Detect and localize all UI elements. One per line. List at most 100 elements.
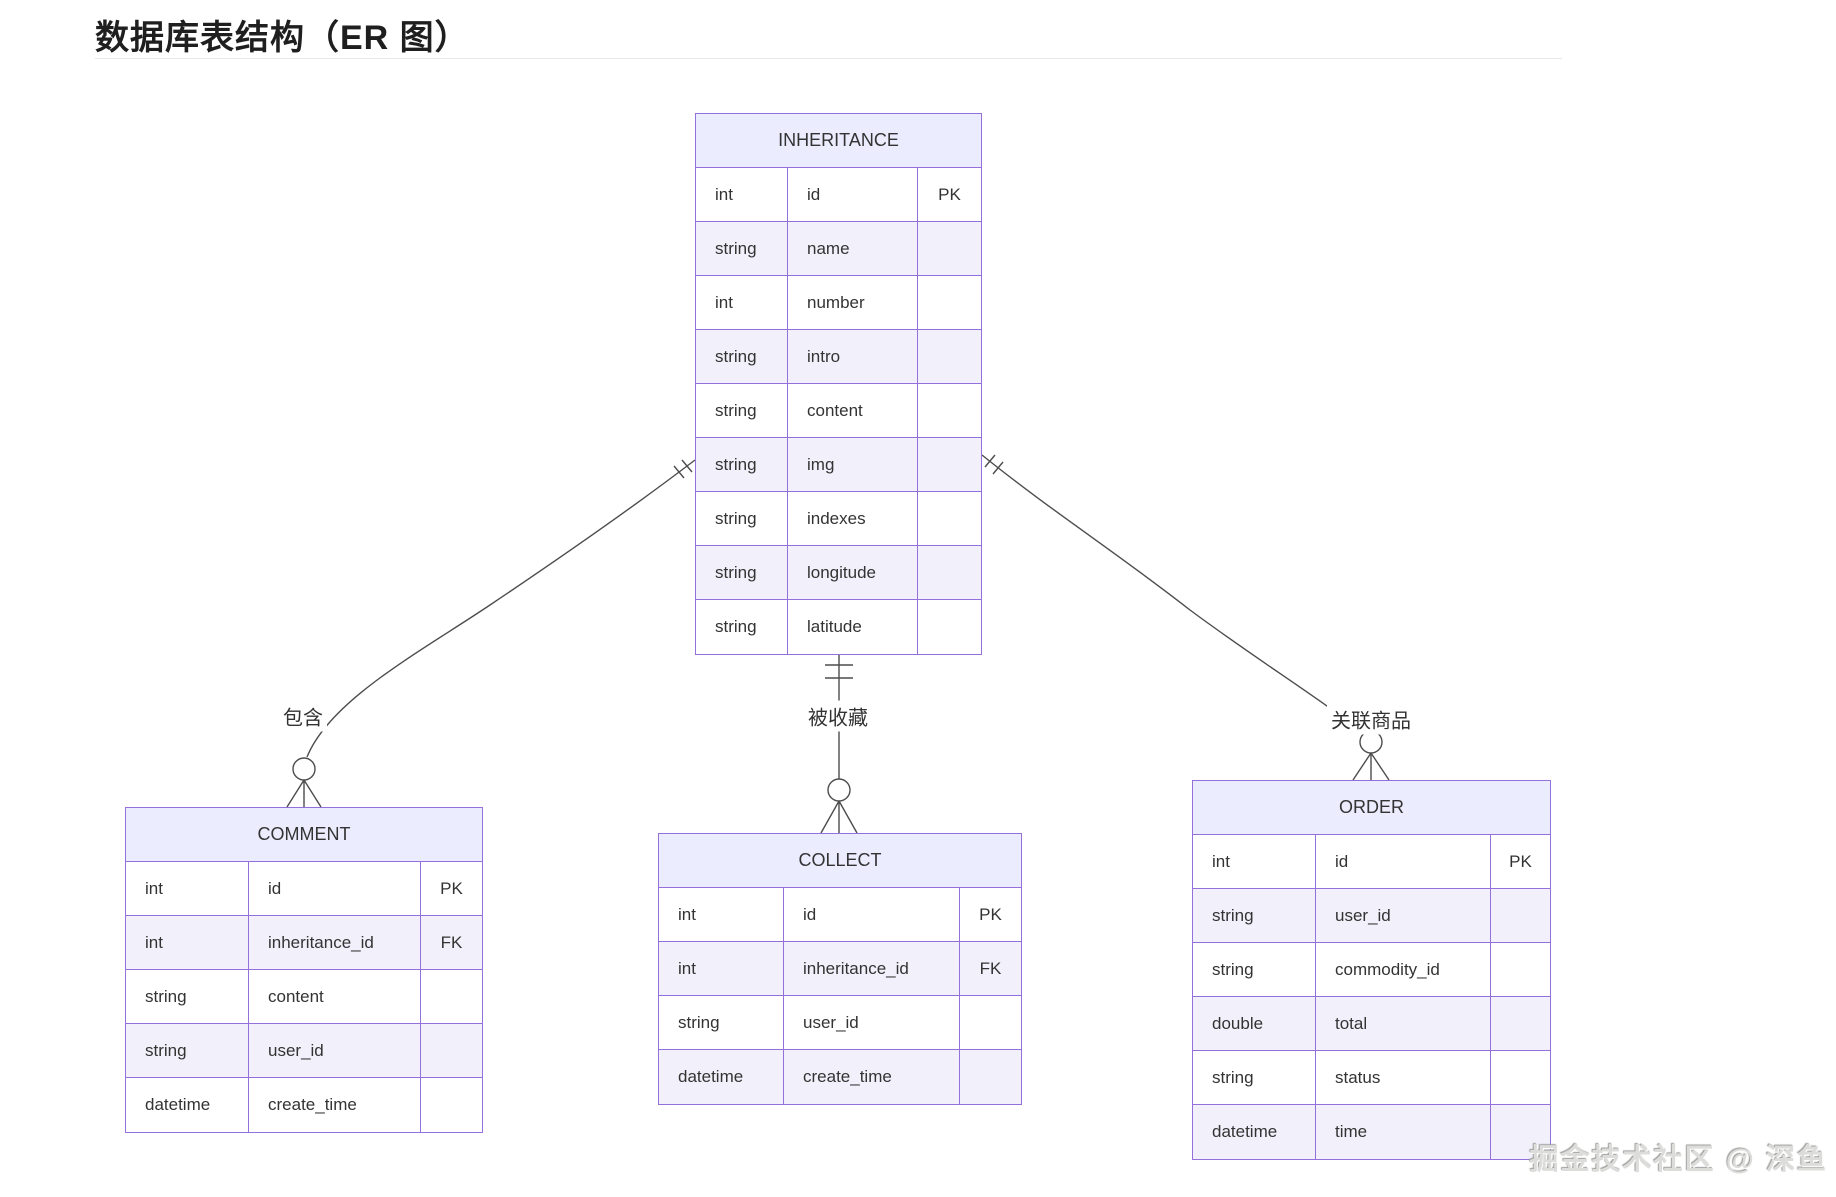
- cell-type: string: [1193, 943, 1316, 996]
- one-tick-icon: [984, 454, 996, 468]
- cell-field: user_id: [784, 996, 960, 1049]
- cell-field: create_time: [784, 1050, 960, 1104]
- cell-type: int: [696, 276, 788, 329]
- watermark: 掘金技术社区 @ 深鱼: [1529, 1144, 1828, 1176]
- cell-type: string: [126, 970, 249, 1023]
- cell-field: time: [1316, 1105, 1491, 1159]
- cell-type: string: [659, 996, 784, 1049]
- page-title: 数据库表结构（ER 图）: [95, 19, 470, 57]
- relationship-label-related-commodity: 关联商品: [1327, 703, 1415, 735]
- cell-field: status: [1316, 1051, 1491, 1104]
- cell-type: datetime: [659, 1050, 784, 1104]
- cell-field: total: [1316, 997, 1491, 1050]
- cell-key: [960, 996, 1021, 1049]
- cell-key: PK: [938, 184, 961, 204]
- cell-type: string: [1193, 889, 1316, 942]
- cell-field: img: [788, 438, 918, 491]
- cell-key: [421, 970, 482, 1023]
- relationship-label-contains: 包含: [279, 700, 327, 732]
- one-tick-icon: [992, 461, 1004, 475]
- cell-field: number: [788, 276, 918, 329]
- cell-field: id: [788, 168, 918, 221]
- cell-type: string: [126, 1024, 249, 1077]
- cell-key: FK: [979, 958, 1002, 978]
- cell-key: [918, 276, 981, 329]
- cell-type: string: [696, 600, 788, 654]
- cell-type: datetime: [1193, 1105, 1316, 1159]
- one-tick-icon: [673, 465, 685, 479]
- cell-type: int: [696, 168, 788, 221]
- cell-key: PK: [979, 904, 1002, 924]
- entity-title: COMMENT: [126, 808, 482, 862]
- cell-key: [918, 600, 981, 654]
- cell-key: [918, 384, 981, 437]
- cell-key: PK: [1509, 851, 1532, 871]
- cell-field: create_time: [249, 1078, 421, 1132]
- cell-type: int: [126, 862, 249, 915]
- cell-field: id: [1316, 835, 1491, 888]
- edge-inheritance-collect: [820, 653, 858, 834]
- cell-type: string: [696, 384, 788, 437]
- cell-key: [421, 1078, 482, 1132]
- cell-type: datetime: [126, 1078, 249, 1132]
- cell-key: [1491, 943, 1550, 996]
- cell-key: [1491, 1051, 1550, 1104]
- cell-key: [918, 492, 981, 545]
- cell-key: [1491, 997, 1550, 1050]
- edge-inheritance-comment: [286, 459, 696, 808]
- cell-type: string: [696, 222, 788, 275]
- cell-field: user_id: [249, 1024, 421, 1077]
- crow-foot-icon: [286, 779, 322, 808]
- cell-type: double: [1193, 997, 1316, 1050]
- zero-circle-icon: [827, 778, 851, 802]
- cell-key: [918, 438, 981, 491]
- crow-foot-icon: [820, 800, 858, 834]
- cell-field: name: [788, 222, 918, 275]
- cell-field: inheritance_id: [249, 916, 421, 969]
- cell-field: user_id: [1316, 889, 1491, 942]
- cell-type: int: [1193, 835, 1316, 888]
- cell-field: latitude: [788, 600, 918, 654]
- cell-key: FK: [440, 932, 463, 952]
- cell-field: intro: [788, 330, 918, 383]
- cell-type: int: [659, 888, 784, 941]
- cell-field: id: [249, 862, 421, 915]
- cell-type: string: [1193, 1051, 1316, 1104]
- cell-type: string: [696, 330, 788, 383]
- cell-key: [1491, 889, 1550, 942]
- cell-field: content: [788, 384, 918, 437]
- cell-type: string: [696, 546, 788, 599]
- cell-type: string: [696, 492, 788, 545]
- cell-field: indexes: [788, 492, 918, 545]
- cell-key: [421, 1024, 482, 1077]
- cell-field: inheritance_id: [784, 942, 960, 995]
- cell-key: PK: [440, 878, 463, 898]
- relationship-label-collected: 被收藏: [804, 700, 872, 732]
- cell-key: [960, 1050, 1021, 1104]
